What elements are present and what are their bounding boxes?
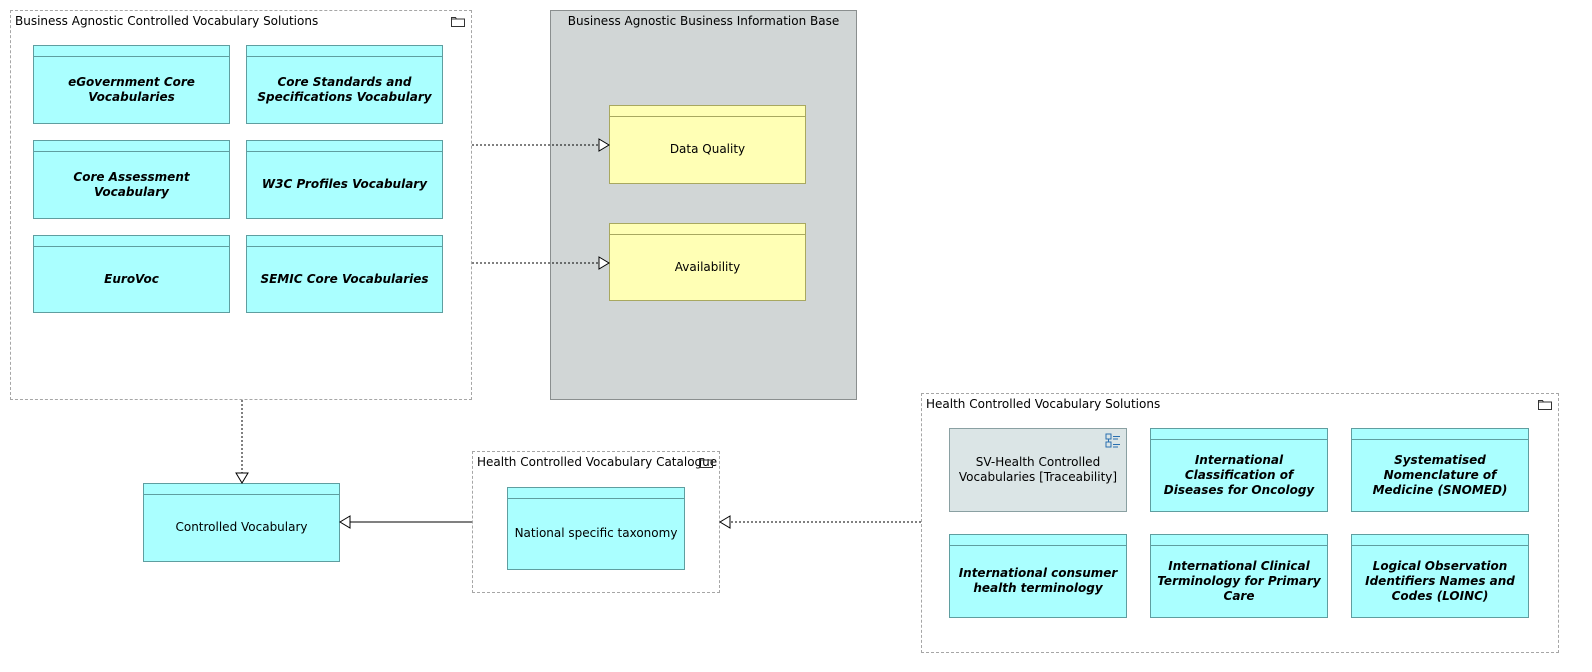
item-data-quality[interactable]: Data Quality [609, 105, 806, 184]
item-clinical-terminology-primary-care[interactable]: International Clinical Terminology for P… [1150, 534, 1328, 618]
item-availability[interactable]: Availability [609, 223, 806, 301]
edge-solutions-to-controlled-vocabulary[interactable] [235, 400, 249, 484]
item-consumer-health-terminology[interactable]: International consumer health terminolog… [949, 534, 1127, 618]
item-controlled-vocabulary[interactable]: Controlled Vocabulary [143, 483, 340, 562]
item-semic-core-vocabularies[interactable]: SEMIC Core Vocabularies [246, 235, 443, 313]
group-title: Health Controlled Vocabulary Catalogue [477, 455, 718, 469]
item-egovernment-core-vocabularies[interactable]: eGovernment Core Vocabularies [33, 45, 230, 124]
item-loinc[interactable]: Logical Observation Identifiers Names an… [1351, 534, 1529, 618]
item-w3c-profiles-vocabulary[interactable]: W3C Profiles Vocabulary [246, 140, 443, 219]
group-title: Business Agnostic Business Information B… [567, 14, 840, 28]
edge-catalogue-to-controlled-vocabulary[interactable] [339, 515, 472, 529]
item-eurovoc[interactable]: EuroVoc [33, 235, 230, 313]
folder-icon [699, 458, 713, 468]
folder-icon [1538, 400, 1552, 410]
item-core-standards-vocabulary[interactable]: Core Standards and Specifications Vocabu… [246, 45, 443, 124]
group-title: Business Agnostic Controlled Vocabulary … [15, 14, 319, 28]
edge-health-solutions-to-catalogue[interactable] [719, 515, 921, 529]
group-business-information-base[interactable]: Business Agnostic Business Information B… [550, 10, 857, 400]
item-snomed[interactable]: Systematised Nomenclature of Medicine (S… [1351, 428, 1529, 512]
traceability-icon [1105, 433, 1120, 448]
group-title: Health Controlled Vocabulary Solutions [926, 397, 1161, 411]
item-icd-oncology[interactable]: International Classification of Diseases… [1150, 428, 1328, 512]
item-sv-health-traceability[interactable]: SV-Health Controlled Vocabularies [Trace… [949, 428, 1127, 512]
item-national-specific-taxonomy[interactable]: National specific taxonomy [507, 487, 685, 570]
folder-icon [451, 17, 465, 27]
item-core-assessment-vocabulary[interactable]: Core Assessment Vocabulary [33, 140, 230, 219]
